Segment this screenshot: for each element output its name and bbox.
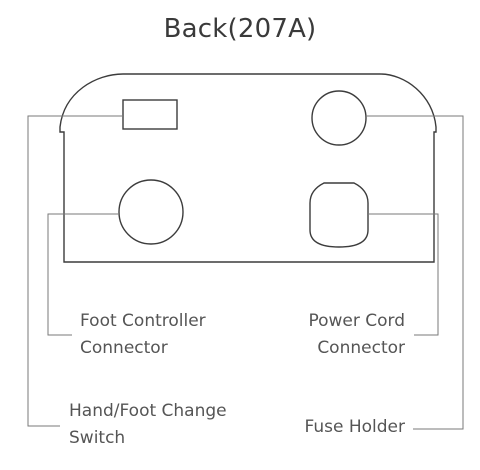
fuse-holder-shape	[311, 90, 367, 146]
leader-hand-foot-switch	[27, 115, 123, 427]
label-fuse-holder-line1: Fuse Holder	[304, 417, 406, 437]
device-body-outline	[59, 73, 437, 263]
leader-fuse-holder	[366, 115, 464, 430]
label-hand-foot-line1: Hand/Foot Change	[69, 401, 227, 421]
label-fuse-holder: Fuse Holder	[250, 414, 406, 441]
label-foot-controller-line2: Connector	[80, 338, 168, 358]
power-cord-connector-shape	[309, 182, 369, 248]
label-hand-foot-change-switch: Hand/Foot Change Switch	[69, 398, 227, 452]
label-foot-controller-line1: Foot Controller	[80, 311, 206, 331]
leader-power-cord	[368, 213, 439, 336]
label-power-cord-line2: Connector	[317, 338, 405, 358]
label-foot-controller-connector: Foot Controller Connector	[80, 308, 206, 362]
label-power-cord-line1: Power Cord	[308, 311, 405, 331]
label-hand-foot-line2: Switch	[69, 428, 126, 448]
label-power-cord-connector: Power Cord Connector	[250, 308, 405, 362]
leader-foot-controller	[47, 213, 119, 336]
diagram-title: Back(207A)	[163, 14, 317, 44]
foot-controller-connector-shape	[118, 179, 184, 245]
hand-foot-switch-shape	[122, 99, 178, 130]
